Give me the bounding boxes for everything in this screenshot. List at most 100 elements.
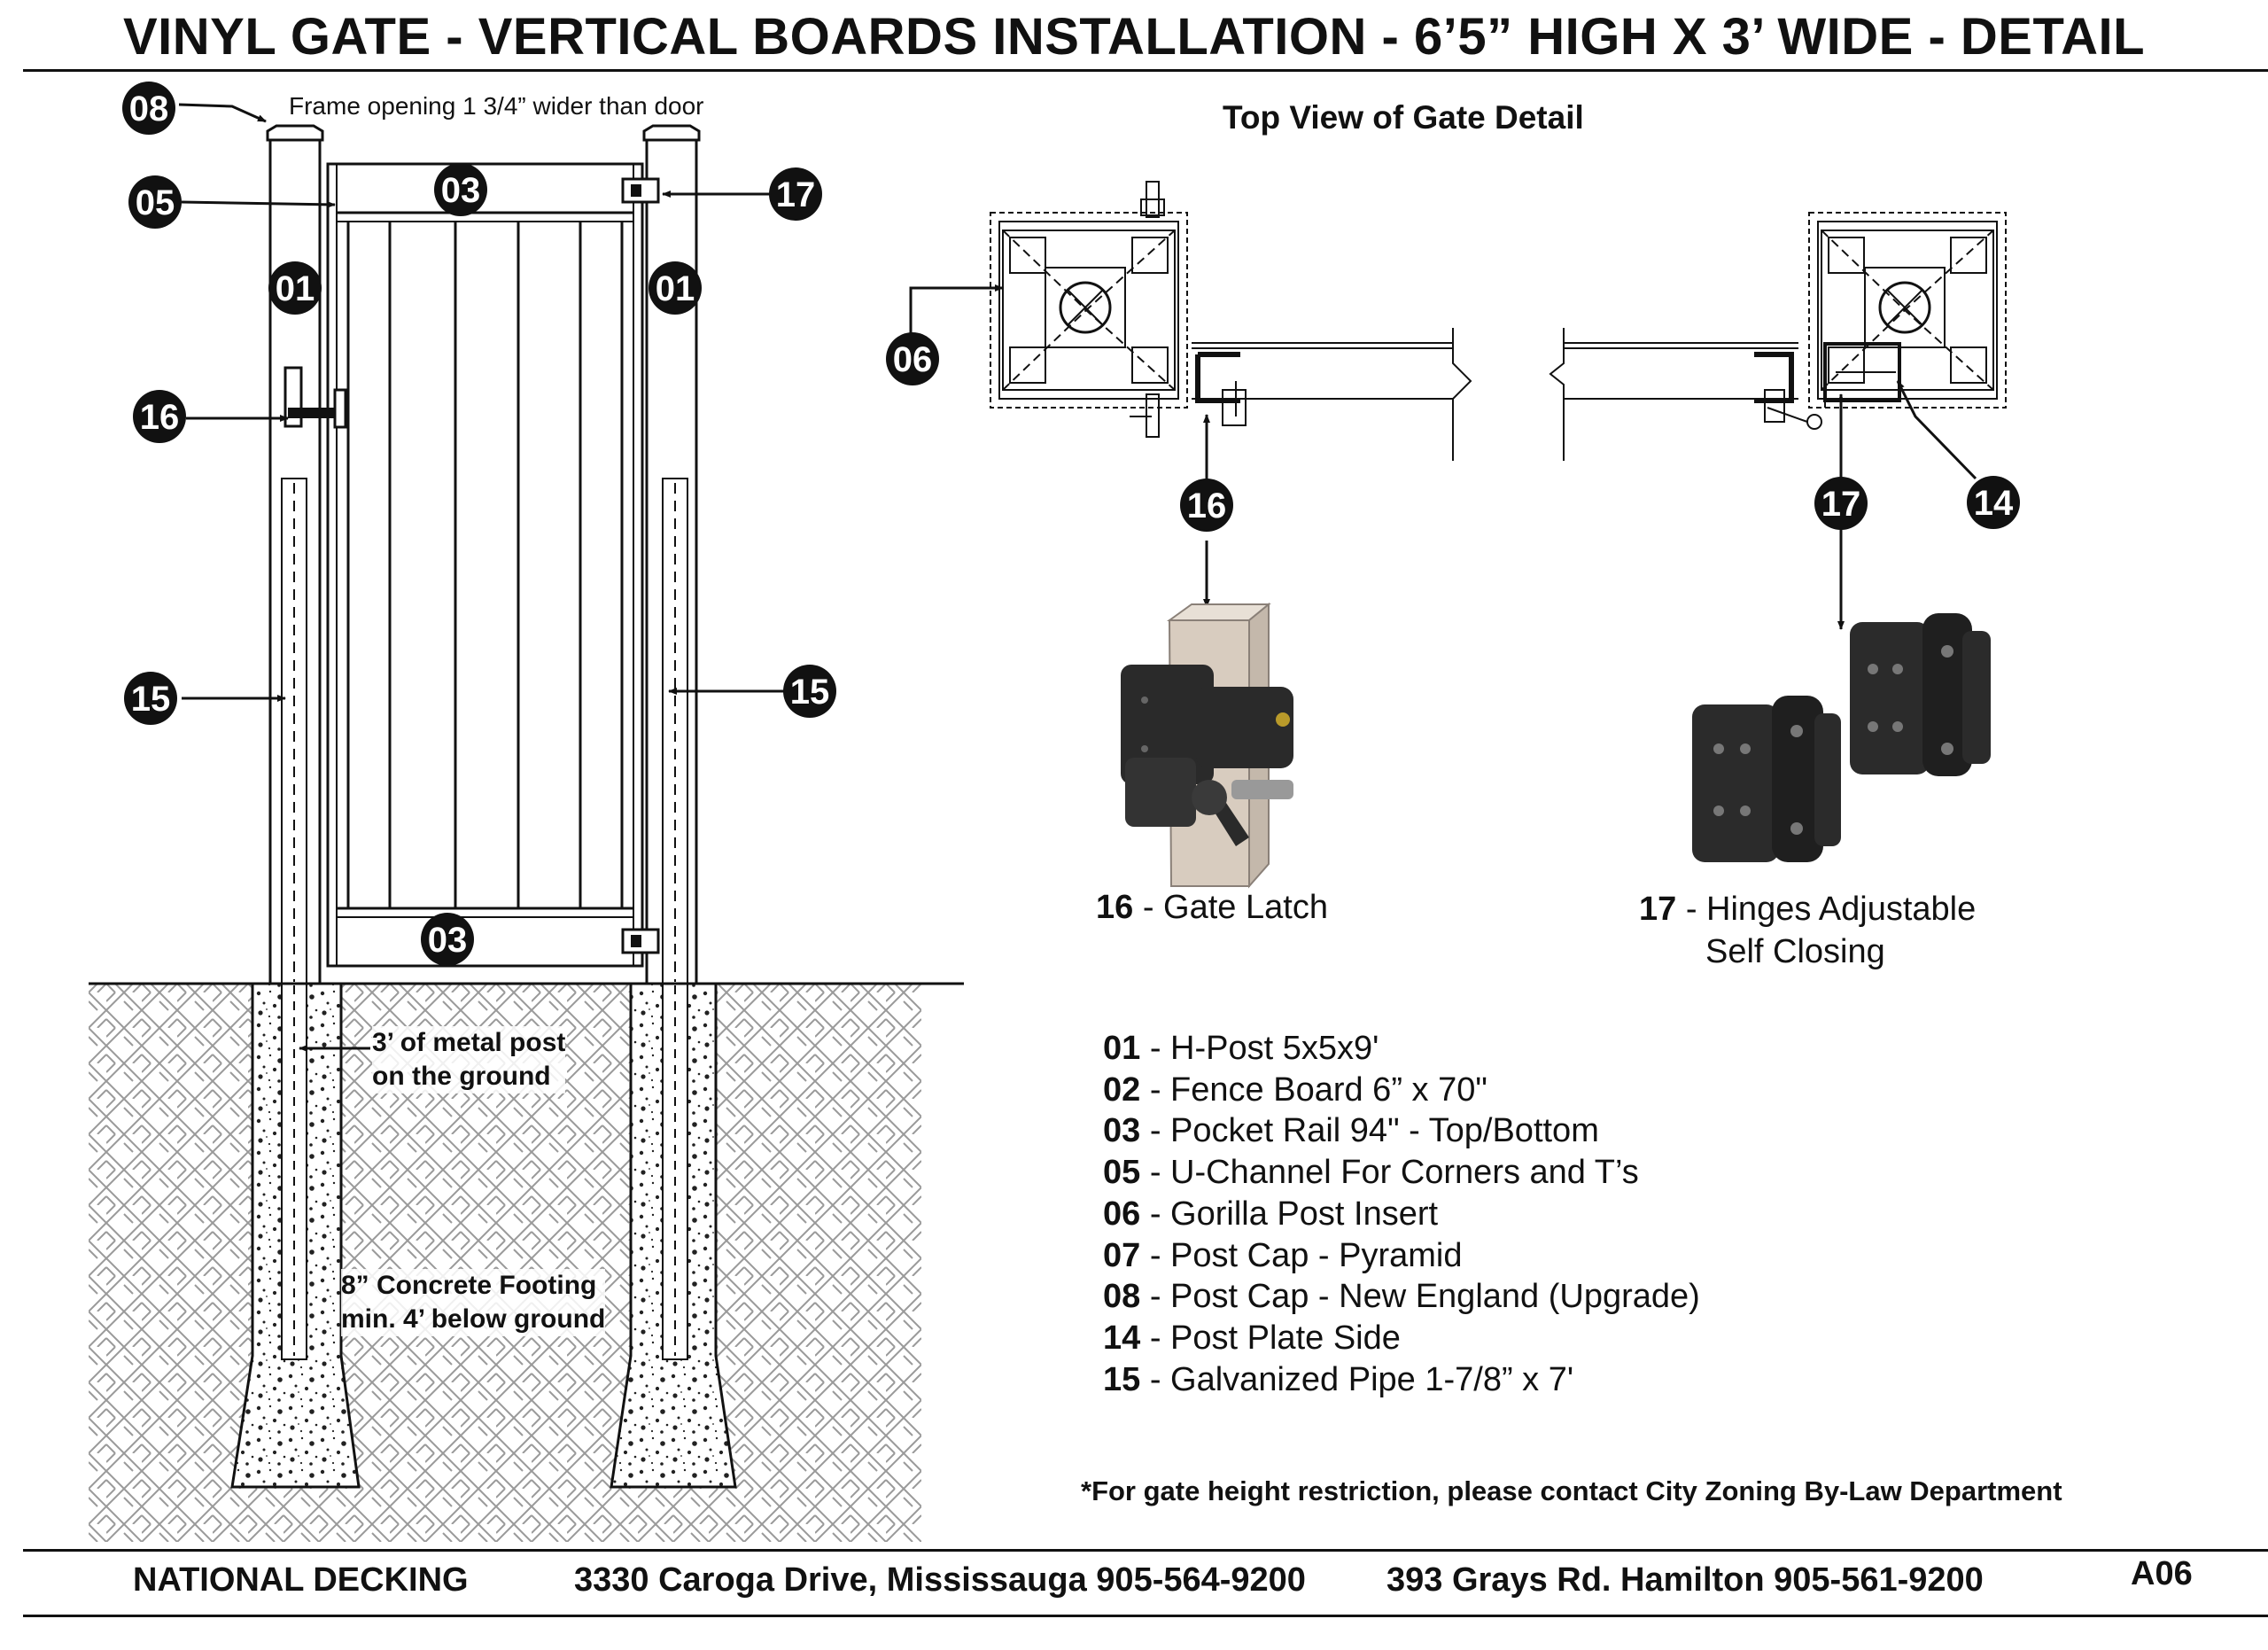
legend-code: 15 <box>1103 1360 1141 1398</box>
callout-17-left: 17 <box>769 167 822 221</box>
footing-note-line2: min. 4’ below ground <box>341 1304 606 1334</box>
svg-text:17: 17 <box>776 175 816 214</box>
legend-text: - U-Channel For Corners and T’s <box>1140 1154 1639 1192</box>
svg-text:05: 05 <box>136 183 175 222</box>
sheet-number: A06 <box>2131 1555 2193 1592</box>
legend-item: 01 - H-Post 5x5x9' <box>1103 1028 1700 1070</box>
svg-text:15: 15 <box>790 673 830 712</box>
post-cap-left <box>266 124 324 142</box>
legend-item: 02 - Fence Board 6” x 70" <box>1103 1070 1700 1111</box>
legend-code: 05 <box>1103 1154 1141 1192</box>
hinge-pivot <box>1806 414 1822 430</box>
hinge-caption-text2: Self Closing <box>1705 933 1885 970</box>
latch-caption-number: 16 <box>1096 889 1134 926</box>
legend-code: 03 <box>1103 1112 1141 1150</box>
callout-01-right: 01 <box>649 261 702 315</box>
svg-text:08: 08 <box>129 90 169 128</box>
callout-06: 06 <box>886 332 939 385</box>
hinge-caption-text1: - Hinges Adjustable <box>1676 891 1977 928</box>
latch-body <box>1121 665 1214 784</box>
hinge-caption: 17 - Hinges Adjustable Self Closing <box>1639 888 1976 973</box>
footer-address-mississauga: 3330 Caroga Drive, Mississauga 905-564-9… <box>574 1561 1306 1599</box>
legend-item: 03 - Pocket Rail 94" - Top/Bottom <box>1103 1110 1700 1152</box>
footer-address-hamilton: 393 Grays Rd. Hamilton 905-561-9200 <box>1386 1561 1984 1599</box>
svg-text:03: 03 <box>441 171 481 210</box>
hinge-top <box>621 177 660 204</box>
svg-text:03: 03 <box>428 921 468 960</box>
break-line-right <box>1549 328 1565 461</box>
callout-16-left: 16 <box>133 390 186 443</box>
height-restriction-note: *For gate height restriction, please con… <box>1081 1475 2062 1506</box>
legend-item: 15 - Galvanized Pipe 1-7/8” x 7' <box>1103 1359 1700 1401</box>
callout-03-top: 03 <box>434 163 487 216</box>
gate-door <box>284 162 660 968</box>
callout-01-left: 01 <box>268 261 322 315</box>
pipe-right <box>662 478 688 985</box>
u-channel-right <box>1754 352 1794 403</box>
legend-text: - Fence Board 6” x 70" <box>1140 1070 1487 1109</box>
metal-post-note-line2: on the ground <box>372 1062 551 1091</box>
metal-post-note: 3’ of metal post on the ground <box>372 1026 566 1094</box>
legend-text: - H-Post 5x5x9' <box>1140 1030 1379 1067</box>
post-cap-right <box>642 124 701 142</box>
metal-post-note-line1: 3’ of metal post <box>372 1028 566 1057</box>
break-line-left <box>1452 328 1472 461</box>
svg-text:16: 16 <box>140 398 180 437</box>
legend-text: - Post Cap - Pyramid <box>1140 1236 1463 1274</box>
callout-16-top-view: 16 <box>1180 479 1233 532</box>
gorilla-insert-left <box>1002 230 1176 391</box>
top-view-post-right <box>1808 212 2007 409</box>
footing-note: 8” Concrete Footing min. 4’ below ground <box>341 1269 606 1336</box>
svg-text:16: 16 <box>1187 486 1227 525</box>
callout-14: 14 <box>1967 476 2020 529</box>
legend-code: 01 <box>1103 1030 1141 1067</box>
callout-03-bottom: 03 <box>421 913 474 966</box>
footer-rule-top <box>23 1549 2268 1552</box>
legend-code: 14 <box>1103 1319 1141 1357</box>
top-view-arrows <box>909 284 1977 630</box>
legend-item: 07 - Post Cap - Pyramid <box>1103 1235 1700 1277</box>
legend-text: - Galvanized Pipe 1-7/8” x 7' <box>1140 1360 1574 1398</box>
hinge-caption-number: 17 <box>1639 891 1677 928</box>
legend-item: 05 - U-Channel For Corners and T’s <box>1103 1152 1700 1194</box>
callout-05: 05 <box>128 175 182 229</box>
top-view-detail <box>990 181 2007 461</box>
hinges-illustration <box>1692 613 1991 862</box>
gorilla-insert-right <box>1821 230 1994 391</box>
hinge-right-plate <box>1850 622 1930 774</box>
callout-15-right: 15 <box>783 665 836 718</box>
callouts: 08 05 03 17 01 01 16 15 15 03 06 16 17 1… <box>122 82 2020 966</box>
latch-bar <box>288 408 338 418</box>
svg-text:17: 17 <box>1821 485 1861 524</box>
sheet-title: VINYL GATE - VERTICAL BOARDS INSTALLATIO… <box>123 8 2145 66</box>
pipe-left <box>281 478 307 985</box>
legend-code: 08 <box>1103 1278 1141 1316</box>
gate-frame <box>326 162 644 968</box>
hinge-left-plate <box>1692 704 1779 862</box>
svg-text:01: 01 <box>276 269 315 308</box>
svg-text:01: 01 <box>656 269 695 308</box>
legend-item: 06 - Gorilla Post Insert <box>1103 1194 1700 1235</box>
title-rule <box>23 69 2268 72</box>
legend-text: - Post Plate Side <box>1140 1319 1401 1357</box>
left-callout-arrows <box>178 103 819 1052</box>
callout-17-top-view: 17 <box>1814 477 1868 530</box>
parts-legend: 01 - H-Post 5x5x9'02 - Fence Board 6” x … <box>1103 1028 1700 1400</box>
svg-text:06: 06 <box>893 340 933 379</box>
legend-text: - Gorilla Post Insert <box>1140 1195 1439 1233</box>
legend-item: 08 - Post Cap - New England (Upgrade) <box>1103 1276 1700 1318</box>
footer-rule-bottom <box>23 1615 2268 1617</box>
legend-text: - Pocket Rail 94" - Top/Bottom <box>1140 1112 1599 1150</box>
svg-text:14: 14 <box>1974 484 2014 523</box>
top-view-title: Top View of Gate Detail <box>1223 99 1584 136</box>
legend-text: - Post Cap - New England (Upgrade) <box>1140 1278 1700 1316</box>
footing-note-line1: 8” Concrete Footing <box>341 1271 597 1300</box>
top-view-post-left <box>990 212 1188 409</box>
latch-caption-text: - Gate Latch <box>1133 889 1328 926</box>
u-channel-left <box>1195 354 1240 403</box>
latch-caption: 16 - Gate Latch <box>1096 886 1328 929</box>
footer-company: NATIONAL DECKING <box>133 1561 469 1599</box>
legend-code: 07 <box>1103 1236 1141 1274</box>
